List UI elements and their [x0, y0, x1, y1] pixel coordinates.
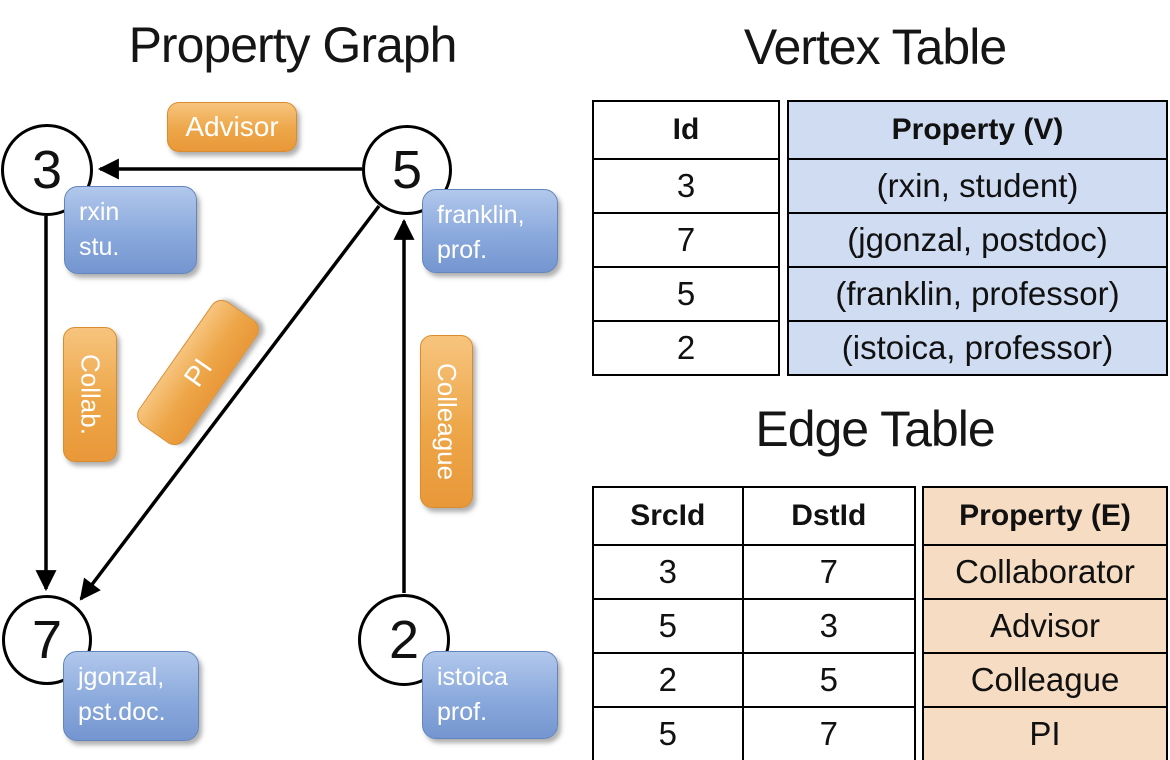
edge-table-srcid-column: SrcId 3 5 2 5 [594, 488, 742, 760]
edge-table-property-cell: Collaborator [924, 544, 1166, 598]
edge-table-dstid-cell: 5 [743, 652, 914, 706]
vertex-table-id-column: Id 3 7 5 2 [592, 100, 780, 376]
edge-table-header-dstid: DstId [791, 499, 867, 532]
edge-table-id-columns: SrcId 3 5 2 5 DstId 7 3 5 7 [592, 486, 916, 760]
vertex-callout-franklin: franklin, prof. [422, 189, 558, 273]
node-5: 5 [362, 125, 452, 215]
vertex-table-header-property: Property (V) [789, 102, 1166, 158]
graph-edges-canvas [35, 158, 415, 601]
vertex-callout-istoica-line1: istoica [437, 663, 508, 691]
edge-table-property-cell: Colleague [924, 652, 1166, 706]
vertex-table-property-cell: (istoica, professor) [789, 320, 1166, 374]
edge-table-dstid-column: DstId 7 3 5 7 [741, 488, 914, 760]
property-graph-title: Property Graph [128, 17, 458, 73]
vertex-callout-jgonzal: jgonzal, pst.doc. [63, 651, 199, 741]
vertex-table-header-id: Id [672, 113, 700, 146]
edge-table-property-cell: PI [924, 706, 1166, 760]
vertex-table-id-cell: 7 [594, 212, 778, 266]
vertex-callout-jgonzal-line1: jgonzal, [78, 663, 165, 691]
edge-table-title: Edge Table [755, 401, 995, 457]
edge-table: SrcId 3 5 2 5 DstId 7 3 5 7 Property (E)… [592, 486, 1168, 760]
vertex-callout-franklin-line1: franklin, [437, 201, 525, 229]
edge-label-collab: Collab. [63, 327, 117, 462]
edge-pi-5-to-7 [79, 204, 381, 601]
edge-table-property-cell: Advisor [924, 598, 1166, 652]
vertex-callout-rxin-line2: stu. [79, 232, 120, 261]
node-2: 2 [358, 594, 450, 686]
vertex-callout-rxin-line1: rxin [79, 198, 120, 226]
node-2-id: 2 [388, 610, 420, 670]
node-3-id: 3 [31, 140, 63, 200]
vertex-callout-rxin: rxin stu. [64, 186, 197, 274]
vertex-table-property-cell: (jgonzal, postdoc) [789, 212, 1166, 266]
vertex-callout-istoica: istoica prof. [422, 651, 558, 739]
edge-table-dstid-cell: 3 [743, 598, 914, 652]
node-5-id: 5 [391, 140, 423, 200]
edge-label-advisor: Advisor [167, 102, 297, 152]
vertex-table-property-cell: (rxin, student) [789, 158, 1166, 212]
vertex-table-id-cell: 3 [594, 158, 778, 212]
edge-table-dstid-cell: 7 [743, 544, 914, 598]
vertex-callout-franklin-line2: prof. [437, 235, 488, 264]
vertex-table-id-cell: 2 [594, 320, 778, 374]
edge-label-colleague: Colleague [420, 335, 473, 508]
edge-table-property-column: Property (E) Collaborator Advisor Collea… [922, 486, 1168, 760]
node-7-id: 7 [31, 610, 63, 670]
edge-table-srcid-cell: 5 [594, 706, 742, 760]
vertex-callout-jgonzal-line2: pst.doc. [78, 697, 166, 726]
edge-table-srcid-cell: 3 [594, 544, 742, 598]
edge-table-header-srcid: SrcId [630, 499, 706, 532]
vertex-table-property-column: Property (V) (rxin, student) (jgonzal, p… [787, 100, 1168, 376]
vertex-table: Id 3 7 5 2 Property (V) (rxin, student) … [592, 100, 1168, 376]
edge-table-srcid-cell: 2 [594, 652, 742, 706]
edge-table-dstid-cell: 7 [743, 706, 914, 760]
edge-table-srcid-cell: 5 [594, 598, 742, 652]
vertex-table-property-cell: (franklin, professor) [789, 266, 1166, 320]
vertex-table-id-cell: 5 [594, 266, 778, 320]
vertex-table-title: Vertex Table [743, 19, 1007, 75]
edge-table-header-property: Property (E) [924, 488, 1166, 544]
vertex-callout-istoica-line2: prof. [437, 697, 488, 726]
